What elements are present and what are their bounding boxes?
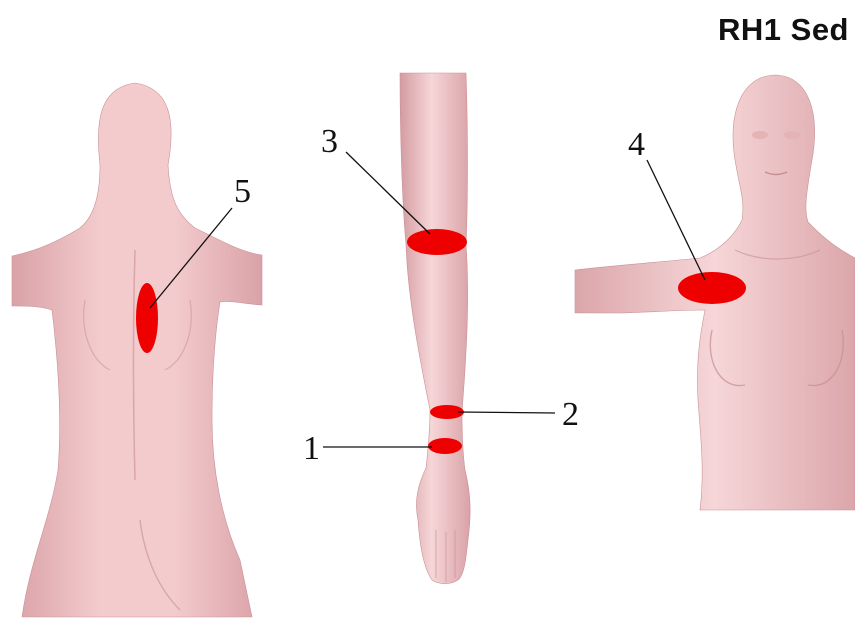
label-3: 3 <box>321 123 338 160</box>
marker-1 <box>428 438 462 454</box>
label-4: 4 <box>628 126 645 163</box>
arm-shape <box>400 73 470 584</box>
marker-3 <box>407 229 467 255</box>
back-figure <box>12 83 262 617</box>
page-title: RH1 Sed <box>718 12 849 48</box>
marker-5 <box>136 283 158 353</box>
arm-figure <box>400 73 470 584</box>
label-2: 2 <box>562 396 579 433</box>
front-eye-right <box>784 131 800 139</box>
marker-4 <box>678 272 746 304</box>
leader-line-2 <box>458 412 555 413</box>
label-5: 5 <box>234 173 251 210</box>
back-body-shape <box>12 83 262 617</box>
label-1: 1 <box>303 430 320 467</box>
front-eye-left <box>752 131 768 139</box>
